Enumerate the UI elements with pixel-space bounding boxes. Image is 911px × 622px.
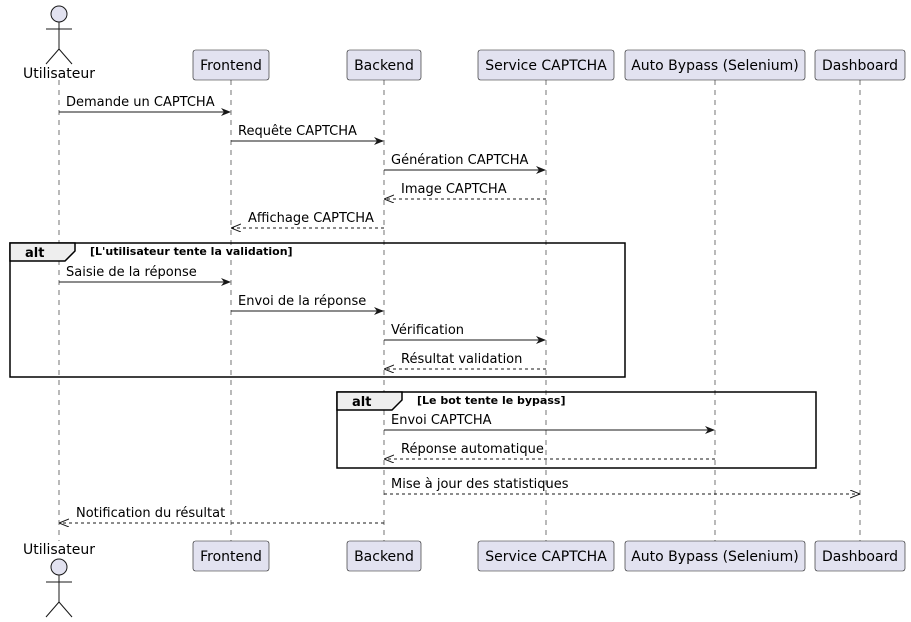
participant-label: Dashboard xyxy=(822,549,898,565)
message-label: Résultat validation xyxy=(401,352,522,367)
message-label: Notification du résultat xyxy=(76,506,225,521)
message-label: Mise à jour des statistiques xyxy=(391,477,569,492)
message-label: Saisie de la réponse xyxy=(66,265,197,280)
message-3: Génération CAPTCHA xyxy=(384,153,546,174)
participant-label: Backend xyxy=(354,549,414,565)
participant-label: Service CAPTCHA xyxy=(485,549,607,565)
participant-frontend-bottom: Frontend xyxy=(192,540,270,572)
message-label: Affichage CAPTCHA xyxy=(248,211,374,226)
participant-box xyxy=(624,49,806,81)
message-2: Requête CAPTCHA xyxy=(231,124,384,145)
participant-dashboard-bottom: Dashboard xyxy=(814,540,906,572)
message-10: Envoi CAPTCHA xyxy=(384,413,715,434)
message-12: Mise à jour des statistiques xyxy=(384,477,859,494)
participant-box xyxy=(814,540,906,572)
participant-service-captcha-top: Service CAPTCHA xyxy=(477,49,615,81)
participant-box xyxy=(346,49,422,81)
participant-label: Frontend xyxy=(200,58,262,74)
message-label: Image CAPTCHA xyxy=(401,182,507,197)
message-label: Envoi CAPTCHA xyxy=(391,413,492,428)
message-1: Demande un CAPTCHA xyxy=(59,95,231,116)
actor-head xyxy=(50,558,68,576)
message-8: Vérification xyxy=(384,323,546,344)
actor-left-leg xyxy=(45,48,60,65)
message-label: Demande un CAPTCHA xyxy=(66,95,215,110)
participant-label: Service CAPTCHA xyxy=(485,58,607,74)
actor-figure-bottom: Utilisateur xyxy=(23,542,95,618)
message-label: Requête CAPTCHA xyxy=(238,124,357,139)
fragment-tab xyxy=(9,242,76,262)
participant-auto-bypass-selenium-top: Auto Bypass (Selenium) xyxy=(624,49,806,81)
fragment-keyword: alt xyxy=(25,246,44,261)
participant-label: Auto Bypass (Selenium) xyxy=(631,58,799,74)
message-label: Réponse automatique xyxy=(401,442,544,457)
actor-label-bottom: Utilisateur xyxy=(23,542,95,558)
fragment-tab xyxy=(336,391,403,411)
fragment-condition: [Le bot tente le bypass] xyxy=(417,394,565,407)
participant-frontend-top: Frontend xyxy=(192,49,270,81)
fragment-frame xyxy=(336,391,817,469)
message-label: Génération CAPTCHA xyxy=(391,153,528,168)
message-6: Saisie de la réponse xyxy=(59,265,231,286)
message-13: Notification du résultat xyxy=(60,506,384,523)
fragment-frame xyxy=(9,242,626,378)
actor-left-leg xyxy=(45,601,60,618)
participant-box xyxy=(192,540,270,572)
participant-backend-bottom: Backend xyxy=(346,540,422,572)
message-label: Envoi de la réponse xyxy=(238,294,366,309)
participant-box xyxy=(624,540,806,572)
participant-box xyxy=(477,49,615,81)
participant-backend-top: Backend xyxy=(346,49,422,81)
actor-head xyxy=(50,5,68,23)
actor-label-top: Utilisateur xyxy=(23,66,95,82)
fragment-alt-1: alt [L'utilisateur tente la validation] xyxy=(9,242,626,378)
participant-label: Auto Bypass (Selenium) xyxy=(631,549,799,565)
participant-box xyxy=(192,49,270,81)
fragment-condition: [L'utilisateur tente la validation] xyxy=(90,245,293,258)
participant-label: Dashboard xyxy=(822,58,898,74)
message-7: Envoi de la réponse xyxy=(231,294,384,315)
participant-box xyxy=(477,540,615,572)
message-label: Vérification xyxy=(391,323,464,338)
participant-label: Frontend xyxy=(200,549,262,565)
fragment-alt-2: alt [Le bot tente le bypass] xyxy=(336,391,817,469)
message-5: Affichage CAPTCHA xyxy=(232,211,384,228)
message-11: Réponse automatique xyxy=(385,442,715,459)
participant-service-captcha-bottom: Service CAPTCHA xyxy=(477,540,615,572)
actor-right-leg xyxy=(58,48,73,65)
participant-box xyxy=(346,540,422,572)
participant-dashboard-top: Dashboard xyxy=(814,49,906,81)
participant-auto-bypass-selenium-bottom: Auto Bypass (Selenium) xyxy=(624,540,806,572)
message-9: Résultat validation xyxy=(385,352,546,369)
fragment-keyword: alt xyxy=(352,395,371,410)
actor-figure-top: Utilisateur xyxy=(23,5,95,82)
actor-right-leg xyxy=(58,601,73,618)
participant-label: Backend xyxy=(354,58,414,74)
participant-box xyxy=(814,49,906,81)
message-4: Image CAPTCHA xyxy=(385,182,546,199)
